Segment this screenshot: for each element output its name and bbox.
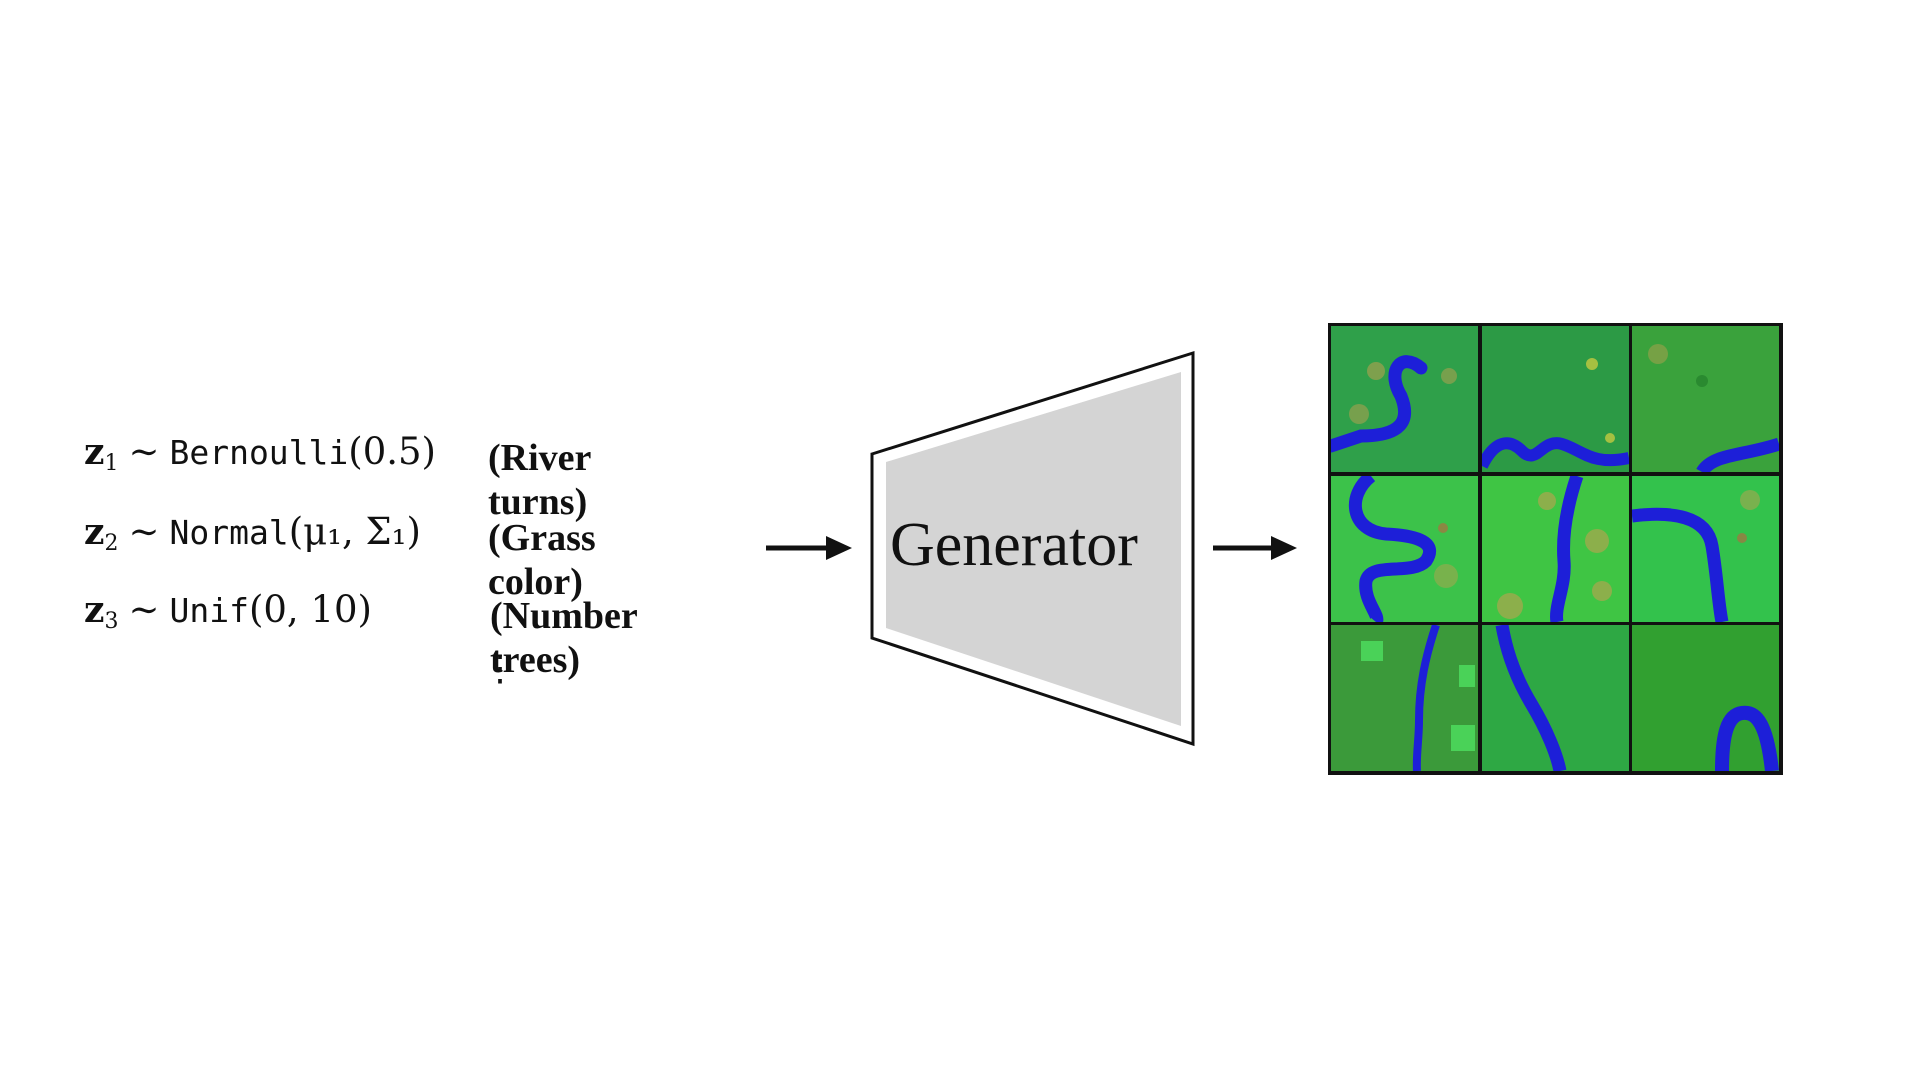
sample-tile: [1632, 475, 1780, 623]
latent-description-3: (Number trees): [490, 595, 638, 681]
sample-tile: [1632, 625, 1780, 772]
generated-samples-grid: [1328, 323, 1783, 775]
generator-label: Generator: [890, 511, 1138, 579]
arrow-to-generator: [766, 536, 852, 560]
latent-formula: z1∼Bernoulli(0.5): [84, 430, 436, 476]
latent-row-1: z1∼Bernoulli(0.5): [84, 430, 436, 478]
sample-tile: [1331, 625, 1479, 772]
latent-row-2: z2∼Normal(μ₁, Σ₁): [84, 510, 421, 558]
latent-formula: z2∼Normal(μ₁, Σ₁): [84, 510, 421, 556]
sample-tile: [1331, 326, 1479, 473]
sample-tile: [1481, 475, 1630, 623]
generator-trapezoid: [870, 350, 1195, 747]
latent-description-2: (Grass color): [488, 517, 596, 603]
latent-row-3: z3∼Unif(0, 10): [84, 588, 372, 636]
sample-tile: [1481, 625, 1630, 772]
arrow-to-samples: [1213, 536, 1297, 560]
sample-tile: [1632, 326, 1780, 473]
latent-formula: z3∼Unif(0, 10): [84, 588, 372, 634]
latent-description-1: (River turns): [488, 437, 591, 523]
sample-tile: [1481, 326, 1630, 473]
sample-tile: [1331, 475, 1479, 623]
